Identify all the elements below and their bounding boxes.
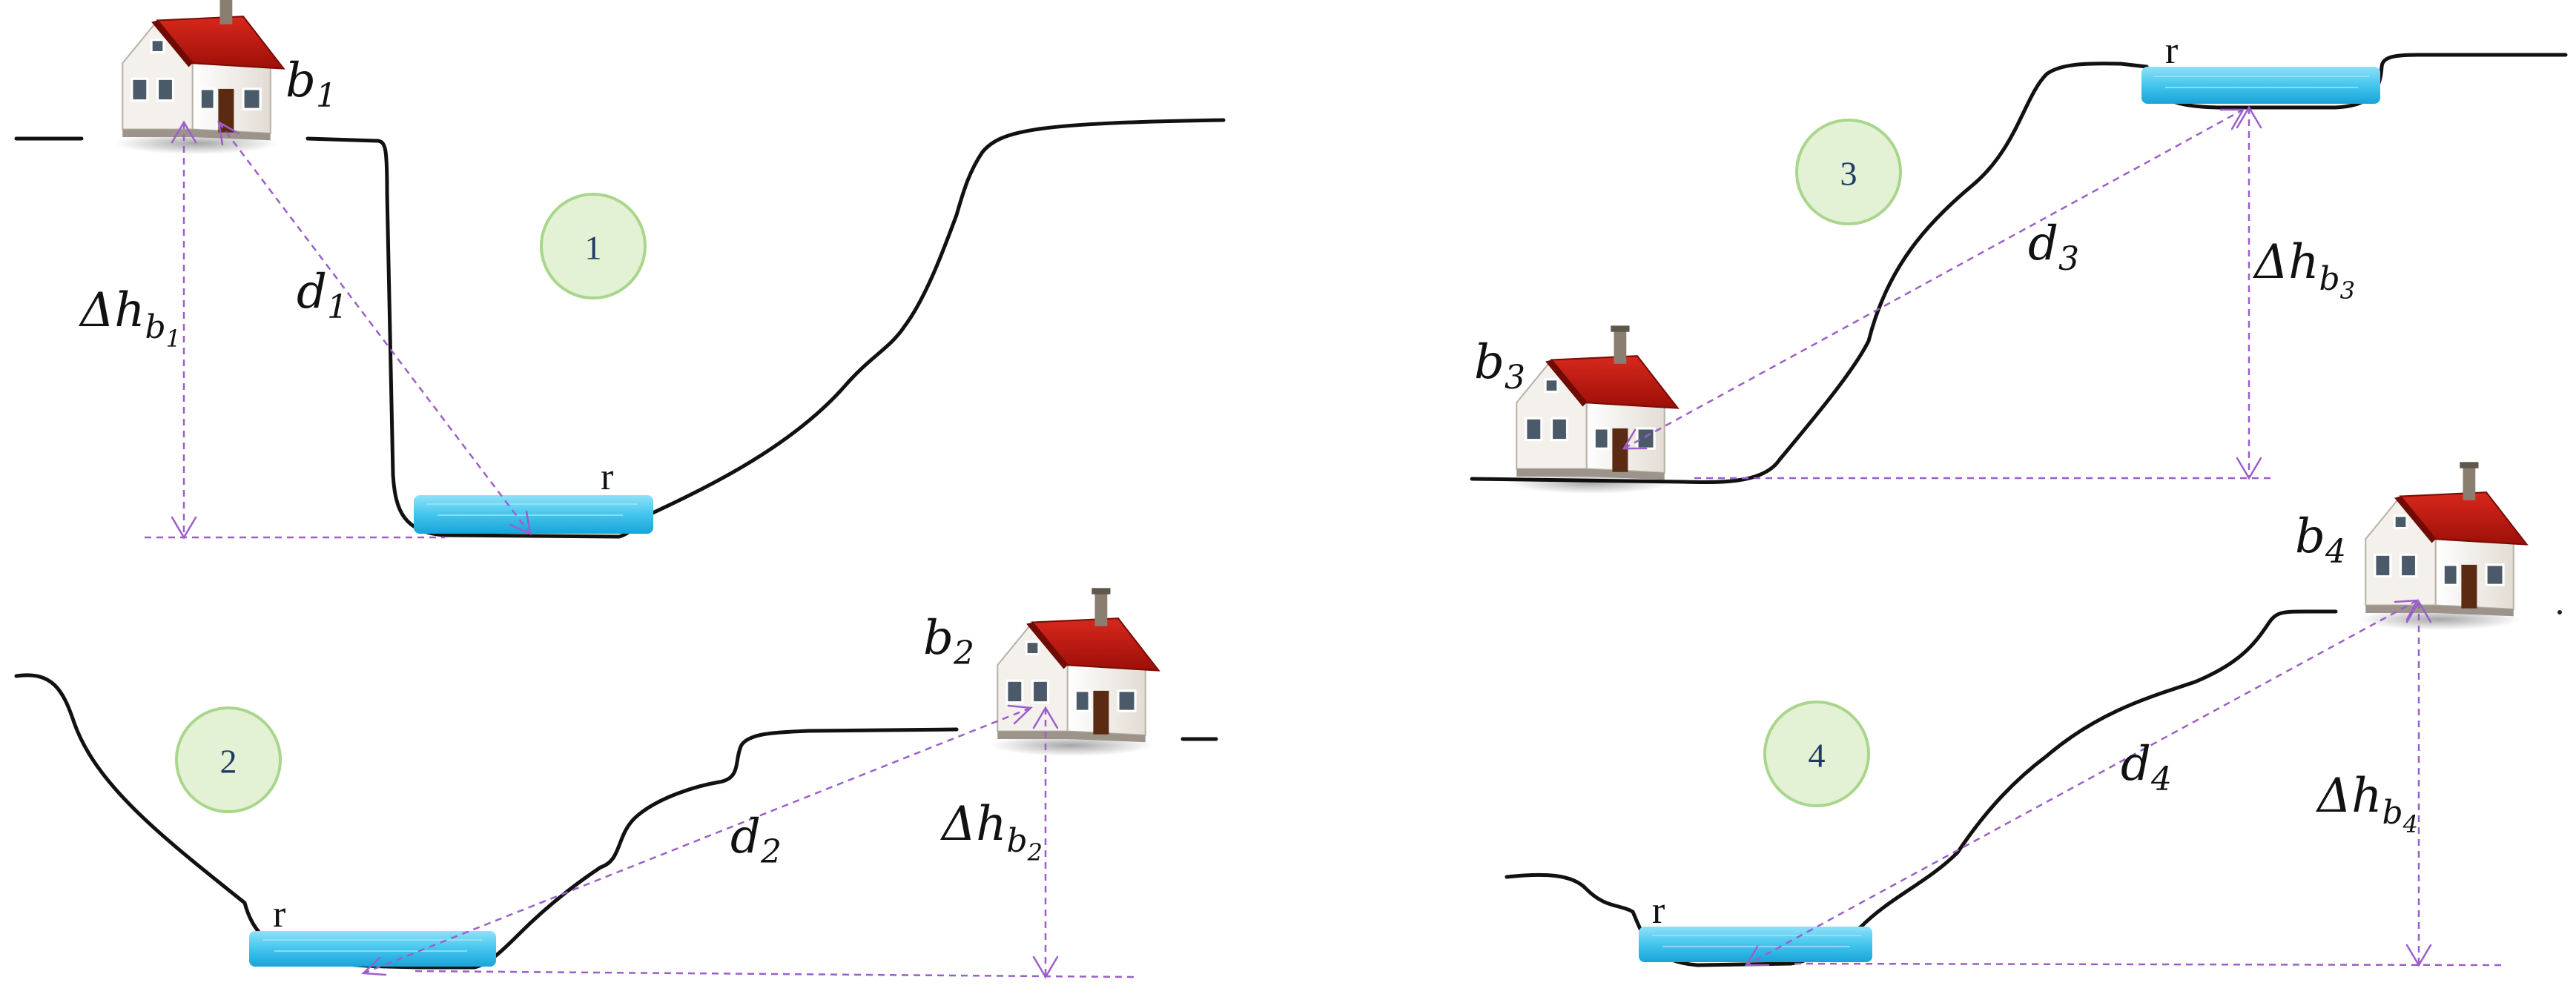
arrowhead-icon bbox=[2236, 457, 2262, 480]
house-icon bbox=[2357, 460, 2529, 632]
reservoir-label-4: r bbox=[1652, 890, 1665, 932]
arrowhead-icon bbox=[2405, 944, 2432, 967]
height-label-3: Δhb3 bbox=[2252, 235, 2355, 305]
panel-number-1: 1 bbox=[585, 229, 602, 267]
baseline-4 bbox=[1794, 962, 2507, 967]
reservoir-label-1: r bbox=[601, 456, 613, 498]
terrain-2-profile bbox=[14, 673, 959, 970]
terrain-4-profile bbox=[1505, 609, 2338, 967]
panel-number-badge-2 bbox=[175, 706, 282, 813]
height-label-4: Δhb4 bbox=[2315, 769, 2418, 838]
arrowhead-icon bbox=[1032, 706, 1059, 729]
house-icon bbox=[113, 0, 285, 156]
building-label-1: b1 bbox=[285, 53, 337, 115]
arrowhead-icon bbox=[2394, 599, 2420, 621]
distance-label-1: d1 bbox=[297, 265, 348, 326]
stray-dot bbox=[2557, 610, 2562, 615]
house-icon bbox=[988, 586, 1160, 758]
panel-4: r b4 d4 Δhb4 4 bbox=[1505, 460, 2562, 967]
water-reservoir-icon bbox=[2141, 67, 2380, 104]
water-reservoir-icon bbox=[249, 931, 496, 967]
panel-1: r b1 d1 Δhb1 1 bbox=[14, 0, 1226, 540]
distance-line-2 bbox=[363, 706, 1031, 975]
house-icon bbox=[1507, 324, 1680, 495]
distance-line-4 bbox=[1746, 599, 2418, 967]
distance-line-3 bbox=[1623, 108, 2244, 450]
panel-number-2: 2 bbox=[220, 743, 237, 781]
height-label-1: Δhb1 bbox=[78, 283, 181, 353]
arrowhead-icon bbox=[2236, 105, 2262, 129]
terrain-3-profile bbox=[1470, 62, 2149, 485]
arrowhead-icon bbox=[2219, 108, 2245, 130]
arrowhead-icon bbox=[361, 956, 387, 976]
arrowhead-icon bbox=[1622, 428, 1648, 450]
arrowhead-icon bbox=[1744, 945, 1770, 967]
height-label-2: Δhb2 bbox=[939, 797, 1043, 867]
arrowhead-icon bbox=[2405, 600, 2432, 623]
panel-number-4: 4 bbox=[1809, 737, 1826, 775]
building-label-2: b2 bbox=[923, 611, 974, 672]
arrowhead-icon bbox=[171, 120, 197, 144]
distance-label-4: d4 bbox=[2121, 737, 2172, 798]
panel-number-badge-4 bbox=[1763, 700, 1870, 807]
building-label-4: b4 bbox=[2295, 509, 2346, 571]
panel-number-badge-1 bbox=[540, 193, 647, 299]
distance-line-1 bbox=[218, 122, 531, 534]
distance-label-3: d3 bbox=[2028, 216, 2079, 278]
panel-2: r b2 d2 Δhb2 2 bbox=[14, 586, 1218, 979]
panel-number-3: 3 bbox=[1840, 155, 1857, 193]
panel-number-badge-3 bbox=[1795, 119, 1902, 225]
baseline-2 bbox=[415, 970, 1135, 978]
arrowhead-icon bbox=[217, 120, 240, 146]
panel-3: r b3 d3 Δhb3 3 bbox=[1470, 30, 2568, 495]
reservoir-label-3: r bbox=[2165, 30, 2178, 72]
building-label-3: b3 bbox=[1474, 335, 1525, 397]
arrowhead-icon bbox=[1007, 704, 1033, 725]
arrowhead-icon bbox=[509, 510, 532, 536]
terrain-1-profile bbox=[306, 118, 1226, 539]
distance-label-2: d2 bbox=[730, 809, 782, 871]
water-reservoir-icon bbox=[1639, 927, 1872, 962]
reservoir-label-2: r bbox=[273, 893, 285, 935]
